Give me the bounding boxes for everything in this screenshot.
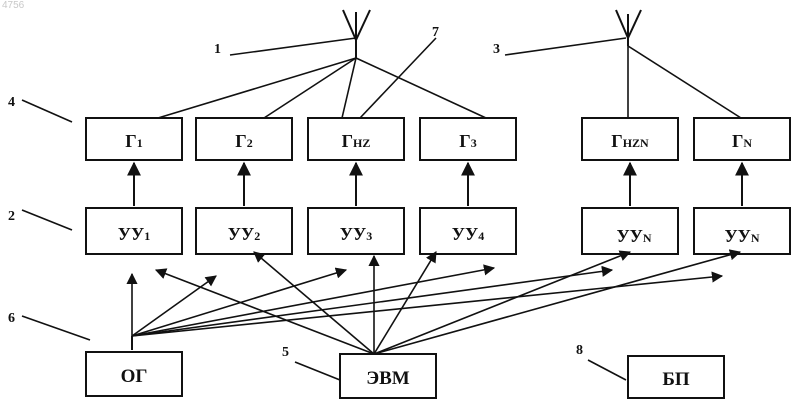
evm-label: ЭВМ [366,368,410,389]
control-unit-subscript: 1 [144,229,150,243]
bp-label: БП [662,369,690,390]
og-arrows [132,268,722,350]
generator-box-3: Г3 [420,118,516,160]
control-unit-label: УУ [452,224,478,244]
og-box: ОГ [86,352,182,396]
generator-label: Г [459,131,470,151]
callout-7: 7 [432,25,439,40]
evm-box: ЭВМ [340,354,436,398]
generator-box-n: ГN [694,118,790,160]
control-unit-label: УУ [228,224,254,244]
generator-subscript: 1 [137,136,143,150]
callout-1: 1 [214,42,221,57]
antenna-3 [616,10,741,118]
generator-label: Г [732,131,743,151]
generator-box-1: Г1 [86,118,182,160]
generator-subscript: HZN [623,136,649,150]
control-unit-subscript: N [643,231,652,245]
callout-3: 3 [493,42,500,57]
control-unit-box-n-a: УУN [582,208,678,254]
generator-label: Г [125,131,136,151]
callout-6: 6 [8,311,15,326]
bp-box: БП [628,356,724,398]
control-unit-box-n-b: УУN [694,208,790,254]
generator-subscript: N [743,136,752,150]
control-unit-box-1: УУ1 [86,208,182,254]
generator-box-2: Г2 [196,118,292,160]
generator-box-hzn: ГHZN [582,118,678,160]
control-unit-subscript: N [751,231,760,245]
callout-2: 2 [8,209,15,224]
control-unit-box-2: УУ2 [196,208,292,254]
control-unit-subscript: 4 [478,229,484,243]
generator-box-hz: ГHZ [308,118,404,160]
og-label: ОГ [121,366,148,387]
control-unit-box-3: УУ3 [308,208,404,254]
control-unit-label: УУ [616,226,642,246]
control-unit-label: УУ [724,226,750,246]
generator-label: Г [235,131,246,151]
control-unit-label: УУ [340,224,366,244]
generator-subscript: 3 [471,136,477,150]
generator-subscript: HZ [353,136,370,150]
generator-label: Г [342,131,353,151]
callout-4: 4 [8,95,15,110]
generator-subscript: 2 [247,136,253,150]
control-unit-box-4: УУ4 [420,208,516,254]
evm-arrows [156,252,740,354]
callout-5: 5 [282,345,289,360]
control-unit-label: УУ [118,224,144,244]
generator-label: Г [611,131,622,151]
uu-to-g-arrows [134,163,742,206]
control-unit-subscript: 3 [366,229,372,243]
callout-8: 8 [576,343,583,358]
control-unit-subscript: 2 [254,229,260,243]
